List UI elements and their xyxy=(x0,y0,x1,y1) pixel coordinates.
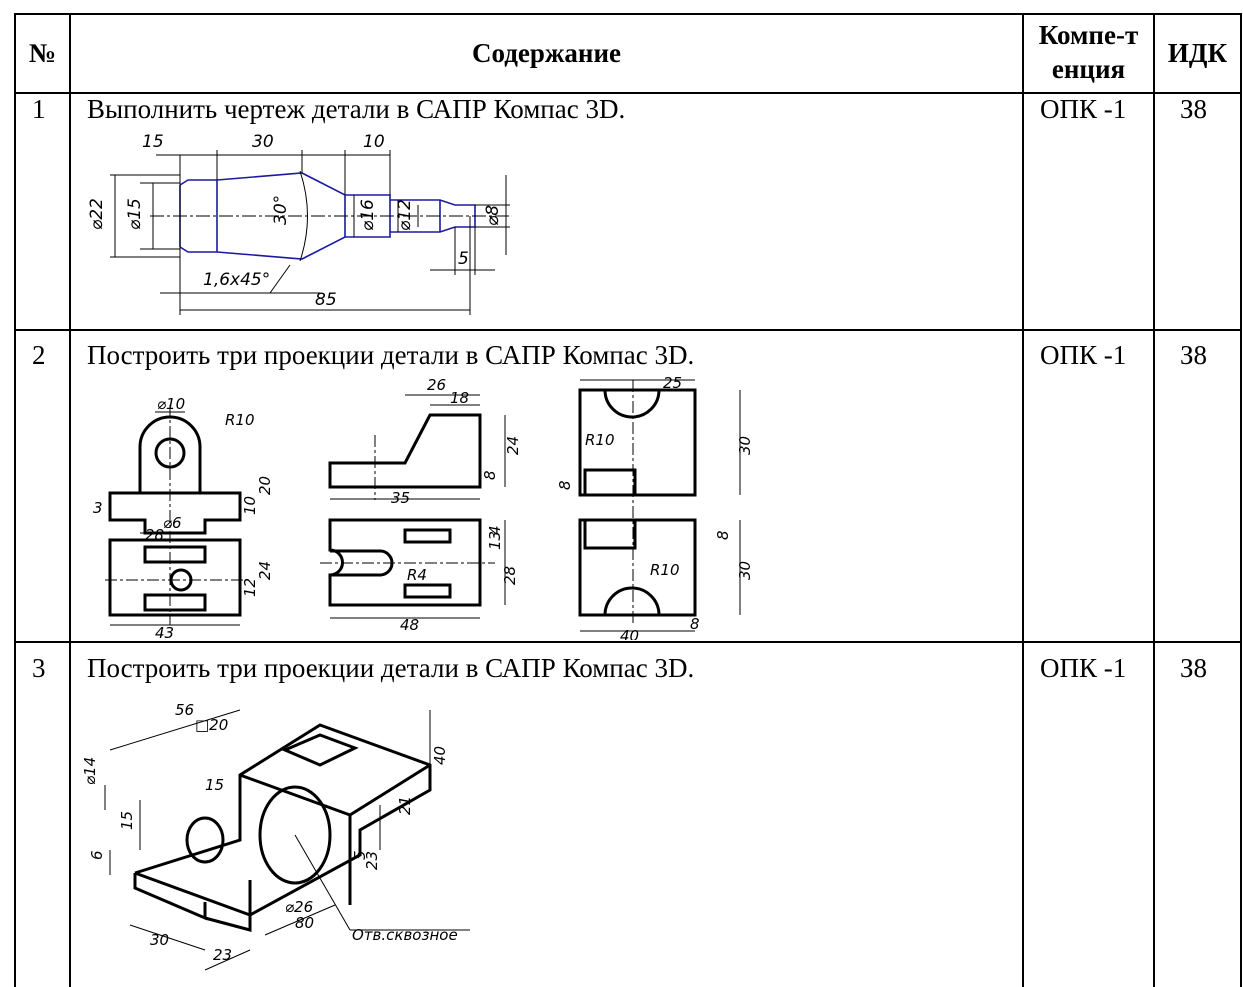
row2-dim-d6: ⌀6 xyxy=(163,514,182,532)
table-col-divider-1 xyxy=(69,13,71,987)
table-col-divider-2 xyxy=(1022,13,1024,987)
row2-dim-d10: ⌀10 xyxy=(157,395,185,413)
row2-dim-r10-c: R10 xyxy=(650,561,680,579)
row2-dim-4: 4 xyxy=(486,525,504,535)
row1-dim-15: 15 xyxy=(142,132,164,152)
row2-idk: З8 xyxy=(1180,340,1208,370)
row3-competence: ОПК -1 xyxy=(1040,653,1127,683)
row3-dim-15-b: ⌀14 xyxy=(81,757,99,785)
row1-dim-5: 5 xyxy=(458,249,469,269)
table-col-divider-3 xyxy=(1153,13,1155,987)
row2-dim-10: 10 xyxy=(241,496,259,515)
row1-dim-d15: ⌀15 xyxy=(125,198,145,230)
row2-dim-r10-a: R10 xyxy=(225,411,255,429)
table-border-left xyxy=(14,13,16,987)
row1-dim-angle: 30° xyxy=(271,195,291,225)
row3-idk: З8 xyxy=(1180,653,1208,683)
header-competence-text: Компе-тенция xyxy=(1038,20,1139,84)
row2-competence: ОПК -1 xyxy=(1040,340,1127,370)
row3-isometric-drawing: 56 □20 15 ⌀14 15 6 40 21 5 23 ⌀26 80 30 … xyxy=(81,701,470,971)
row2-dim-13: 13 xyxy=(486,531,504,550)
row1-dim-30: 30 xyxy=(252,132,274,152)
row2-task-text: Построить три проекции детали в САПР Ком… xyxy=(87,340,695,370)
row1-dim-d22: ⌀22 xyxy=(87,198,107,230)
row1-dim-85: 85 xyxy=(315,290,337,310)
row2-dim-8-b: 8 xyxy=(556,480,574,490)
row2-dim-r4: R4 xyxy=(407,566,427,584)
table-row-divider-2 xyxy=(14,641,1242,643)
row3-task-text: Построить три проекции детали в САПР Ком… xyxy=(87,653,695,683)
row1-num: 1 xyxy=(32,94,46,124)
row2-dim-18: 18 xyxy=(450,389,469,407)
table-header-divider xyxy=(14,92,1242,94)
row2-dim-35: 35 xyxy=(391,489,410,507)
row3-dim-6: 6 xyxy=(88,850,106,860)
row1-dim-10: 10 xyxy=(363,132,385,152)
row2-dim-20: 20 xyxy=(256,476,274,495)
row2-dim-43: 43 xyxy=(155,624,174,640)
row3-dim-23-a: 23 xyxy=(363,851,381,870)
row3-dim-d26: ⌀26 xyxy=(285,898,313,916)
row2-dim-24-a: 24 xyxy=(256,561,274,580)
row1-shaft-drawing: 15 30 10 ⌀22 ⌀15 30° ⌀16 ⌀12 ⌀8 5 1,6x45… xyxy=(87,132,510,315)
table-border-top xyxy=(14,13,1242,15)
row2-dim-30-a: 30 xyxy=(736,436,754,455)
row3-dim-15-a: 15 xyxy=(205,776,224,794)
row3-dim-5: 5 xyxy=(351,850,369,860)
row3-note-through-hole: Отв.сквозное xyxy=(352,926,458,944)
header-idk: ИДК xyxy=(1167,38,1228,68)
row1-dim-d8: ⌀8 xyxy=(483,205,503,226)
row1-dim-d12: ⌀12 xyxy=(395,199,415,231)
row2-dim-r10-b: R10 xyxy=(585,431,615,449)
row2-dim-24-b: 24 xyxy=(504,436,522,455)
row1-competence: ОПК -1 xyxy=(1040,94,1127,124)
row2-dim-8-c: 8 xyxy=(714,530,732,540)
row2-dim-8-d: 8 xyxy=(690,615,700,633)
row3-dim-80: 80 xyxy=(295,914,314,932)
row3-dim-30: 30 xyxy=(150,931,169,949)
row2-dim-40: 40 xyxy=(620,627,639,640)
row1-idk: З8 xyxy=(1180,94,1208,124)
row2-dim-25: 25 xyxy=(663,375,682,392)
row3-dim-40: 40 xyxy=(431,746,449,765)
table-row-divider-1 xyxy=(14,329,1242,331)
row2-dim-28-b: 28 xyxy=(501,566,519,585)
row3-dim-21: 21 xyxy=(396,796,414,815)
table-border-right xyxy=(1240,13,1242,987)
header-num: № xyxy=(28,38,57,68)
row2-dim-26: 26 xyxy=(427,376,446,394)
row3-dim-d14: 15 xyxy=(118,811,136,830)
row2-dim-12: 12 xyxy=(241,578,259,597)
row2-num: 2 xyxy=(32,340,46,370)
row2-dim-8-a: 8 xyxy=(481,470,499,480)
row1-dim-chamfer: 1,6x45° xyxy=(203,270,270,290)
header-competence: Компе-тенция xyxy=(1024,18,1153,86)
row2-dim-3: 3 xyxy=(93,499,103,517)
row3-num: 3 xyxy=(32,653,46,683)
row2-dim-30-b: 30 xyxy=(736,561,754,580)
row3-dim-56: 56 xyxy=(175,701,194,719)
header-content: Содержание xyxy=(471,38,622,68)
row3-dim-sq20: □20 xyxy=(195,716,228,734)
row1-dim-d16: ⌀16 xyxy=(358,199,378,231)
row2-three-views-drawing: ⌀10 R10 3 20 10 ⌀6 28 24 12 43 26 18 24 … xyxy=(93,375,754,640)
row1-task-text: Выполнить чертеж детали в САПР Компас 3D… xyxy=(87,94,626,124)
row3-dim-23-b: 23 xyxy=(213,946,232,964)
row2-dim-28-a: 28 xyxy=(145,526,164,544)
row2-dim-48: 48 xyxy=(400,616,419,634)
